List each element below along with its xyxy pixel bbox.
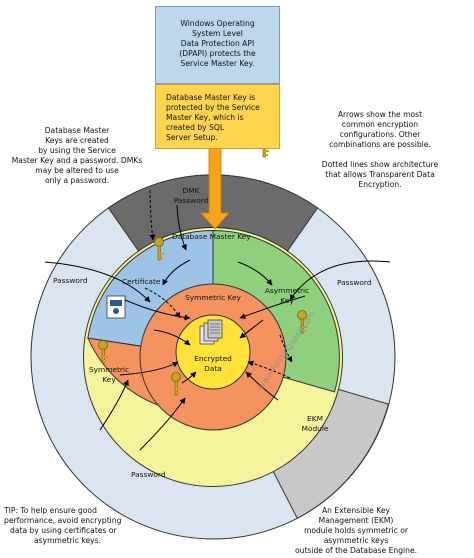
dotted-cert-to-data: [144, 287, 181, 319]
note-line: TIP: To help ensure good: [4, 506, 97, 515]
dmk-line: Master Key, which is: [166, 113, 244, 122]
arrow-asym-to-data: [239, 319, 264, 339]
symmetric-key-outer-label-2: Key: [102, 375, 116, 384]
asymmetric-key-icon: [297, 310, 307, 334]
note-line: only a password.: [44, 176, 109, 185]
encryption-arrows: [44, 204, 391, 451]
dmk-box: Database Master Key is protected by the …: [155, 84, 280, 149]
password-bottom-label: Password: [131, 470, 166, 479]
dmk-line: Server Setup.: [166, 133, 218, 142]
note-line: asymmetric keys.: [34, 536, 102, 545]
arrow-ekm-to-data: [245, 371, 279, 401]
database-master-key-label: Database Master Key: [172, 232, 251, 241]
note-line: Database Master: [44, 126, 110, 135]
asymmetric-key-label-1: Asymmetric: [265, 286, 309, 295]
symmetric-key-inner-icon: [171, 372, 181, 396]
encrypted-data-label-2: Data: [204, 364, 222, 373]
note-line: Master Key and a password. DMKs: [11, 156, 143, 165]
arrow-password-bottom-1: [99, 379, 129, 431]
dpapi-box: Windows Operating System Level Data Prot…: [155, 6, 280, 84]
arrow-inner-key-to-data: [181, 371, 197, 384]
dpapi-line: Windows Operating: [180, 19, 255, 28]
arrow-dmk-password: [176, 204, 187, 251]
dpapi-line: System Level: [192, 29, 243, 38]
password-left-label: Password: [53, 276, 88, 285]
arrow-password-left: [44, 261, 151, 303]
ekm-module-label-1: EKM: [307, 414, 323, 423]
arrow-outer-sym-to-data: [119, 361, 179, 376]
arrow-password-bottom-2: [139, 397, 186, 451]
note-line: asymmetric keys: [323, 536, 389, 545]
data-stack-icon: [199, 319, 223, 345]
dmk-line: protected by the Service: [166, 103, 260, 112]
tde-dotted-arrows: [144, 189, 293, 379]
note-line: Encryption.: [358, 180, 402, 189]
note-line: Management (EKM): [318, 516, 394, 525]
symmetric-key-outer-icon: [98, 340, 108, 364]
note-line: combinations are possible.: [329, 140, 431, 149]
note-line: may be altered to use: [35, 166, 119, 175]
note-line: Dotted lines show architecture: [321, 160, 439, 169]
encrypted-data-label-1: Encrypted: [194, 354, 232, 363]
arrow-asym-to-sym: [239, 295, 306, 319]
dotted-ekm-outer: [279, 334, 293, 363]
note-line: Keys are created: [45, 136, 109, 145]
certificate-label: Certificate: [122, 277, 161, 286]
password-right-label: Password: [337, 278, 372, 287]
dmk-password-label-2: Password: [174, 196, 209, 205]
dpapi-line: (DPAPI) protects the: [179, 49, 256, 58]
arrow-sym-to-data: [153, 329, 191, 346]
note-line: performance, avoid encrypting: [4, 516, 122, 525]
note-line: by using the Service: [38, 146, 116, 155]
ekm-module-label-2: Module: [302, 424, 329, 433]
note-line: module holds symmetric or: [303, 526, 409, 535]
arrow-dmk-to-cert: [162, 259, 191, 286]
dmk-down-arrow: [200, 147, 230, 230]
dmk-password-label-1: DMK: [183, 186, 200, 195]
note-line: common encryption: [341, 120, 419, 129]
asymmetric-key-label-2: Key: [280, 296, 294, 305]
note-bottom-right-ekm: An Extensible Key Management (EKM) modul…: [276, 506, 436, 556]
dotted-ekm-to-data: [247, 360, 291, 379]
note-line: An Extensible Key: [321, 506, 391, 515]
symmetric-key-outer-label-1: Symmetric: [89, 365, 129, 374]
encrypted-data-center: [175, 314, 251, 390]
note-line: data by using certificates or: [10, 526, 117, 535]
note-top-right-dotted: Dotted lines show architecture that allo…: [300, 160, 460, 190]
arrow-cert-to-sym: [124, 299, 191, 321]
note-line: configurations. Other: [339, 130, 421, 139]
dmk-ring-key-icon: [154, 237, 164, 261]
note-line: outside of the Database Engine.: [294, 546, 418, 555]
note-top-right-arrows: Arrows show the most common encryption c…: [300, 110, 460, 150]
certificate-icon: [106, 295, 126, 319]
note-line: Arrows show the most: [337, 110, 423, 119]
dmk-line: Database Master Key is: [166, 93, 256, 102]
dmk-line: created by SQL: [166, 123, 225, 132]
symmetric-key-inner-label: Symmetric Key: [185, 293, 241, 302]
dpapi-line: Data Protection API: [180, 39, 255, 48]
note-bottom-left-tip: TIP: To help ensure good performance, av…: [4, 506, 144, 546]
dpapi-line: Service Master Key.: [180, 59, 255, 68]
note-line: that allows Transparent Data: [325, 170, 435, 179]
note-top-left: Database Master Keys are created by usin…: [2, 126, 152, 186]
arrow-password-right: [289, 260, 391, 301]
dotted-dmk-password: [149, 189, 156, 241]
arrow-dmk-to-asym: [237, 261, 273, 286]
